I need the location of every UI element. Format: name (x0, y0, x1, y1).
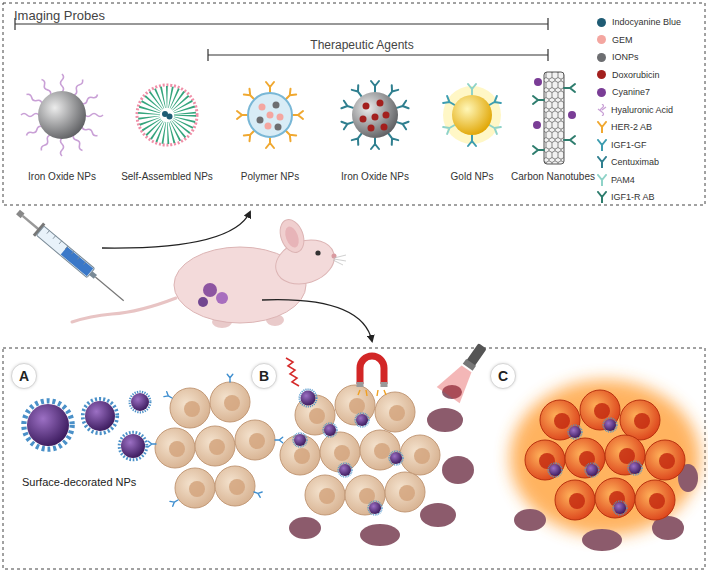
panel-letter: B (259, 368, 269, 384)
legend-swatch (597, 35, 606, 44)
particle-name: Carbon Nanotubes (511, 171, 595, 183)
particle-name: Gold NPs (451, 171, 494, 183)
particle-name: Iron Oxide NPs (341, 171, 409, 183)
panel-letter: A (19, 368, 29, 384)
particle-name: Self-Assembled NPs (121, 171, 213, 183)
panel-letter-circle: B (251, 363, 277, 389)
particle-name: Polymer NPs (241, 171, 299, 183)
legend-text: Centuximab (611, 157, 659, 167)
legend-row: Doxorubicin (596, 68, 660, 82)
figure-note: Surface-decorated NPs (22, 476, 136, 489)
legend-symbol (596, 174, 608, 186)
legend-symbol (596, 139, 608, 151)
legend-text: IGF1-R AB (611, 192, 655, 202)
legend-row: IGF1-GF (596, 138, 647, 152)
legend-swatch (597, 18, 606, 27)
legend-swatch (597, 88, 606, 97)
legend-row: Cyanine7 (596, 85, 650, 99)
legend-symbol (596, 121, 608, 133)
legend-text: Cyanine7 (612, 87, 650, 97)
panel-letter: C (498, 368, 508, 384)
legend-row: PAM4 (596, 173, 635, 187)
legend-text: PAM4 (611, 175, 635, 185)
legend-row: Centuximab (596, 155, 659, 169)
panel-letter-circle: C (490, 363, 516, 389)
legend-row: GEM (596, 33, 633, 47)
legend-text: HER-2 AB (611, 122, 652, 132)
legend-symbol (596, 156, 608, 168)
section-label: Therapeutic Agents (310, 39, 413, 53)
legend-text: Hyaluronic Acid (611, 105, 673, 115)
legend-symbol (596, 191, 608, 203)
legend-row: HER-2 AB (596, 120, 652, 134)
legend-text: IONPs (612, 52, 639, 62)
legend-text: Indocyanine Blue (612, 17, 681, 27)
legend-row: IGF1-R AB (596, 190, 655, 204)
section-label: Imaging Probes (14, 9, 105, 24)
legend-text: GEM (612, 35, 633, 45)
legend-text: IGF1-GF (611, 140, 647, 150)
panel-letter-circle: A (11, 363, 37, 389)
legend-symbol (596, 104, 608, 116)
legend-row: Indocyanine Blue (596, 15, 681, 29)
legend-swatch (597, 53, 606, 62)
particle-name: Iron Oxide NPs (28, 171, 96, 183)
legend-swatch (597, 70, 606, 79)
legend-text: Doxorubicin (612, 70, 660, 80)
legend-row: IONPs (596, 50, 639, 64)
legend-row: Hyaluronic Acid (596, 103, 673, 117)
